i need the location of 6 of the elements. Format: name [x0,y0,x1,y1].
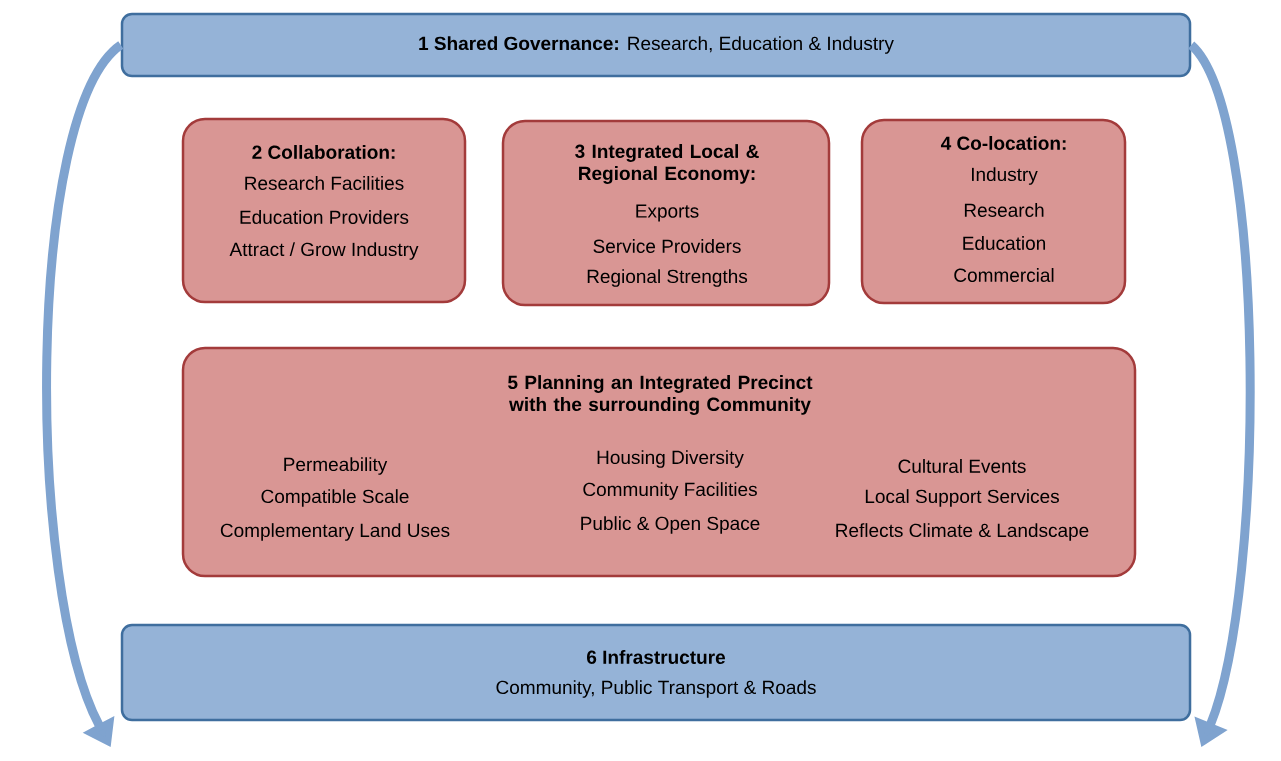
principle-box: 2 Collaboration: Research Facilities Education Providers Attract / Grow Industry [181,117,467,304]
precinct-box: 5 Planning an Integrated Precinct with the surrounding Community Permeability Compatible Scale Complementary Land Uses Housing Diversity Community Facilities Public & Open Space Cultural Events Local Support Services Reflects Climate & Landscape [181,346,1137,578]
principle-box: 4 Co-location: Industry Research Education Commercial [860,118,1127,305]
governance-banner: 1 Shared Governance: Research, Education & Industry [120,12,1192,78]
infrastructure-banner: 6 Infrastructure Community, Public Transport & Roads [120,623,1192,722]
principle-box: 3 Integrated Local & Regional Economy: Exports Service Providers Regional Strengths [501,119,831,307]
